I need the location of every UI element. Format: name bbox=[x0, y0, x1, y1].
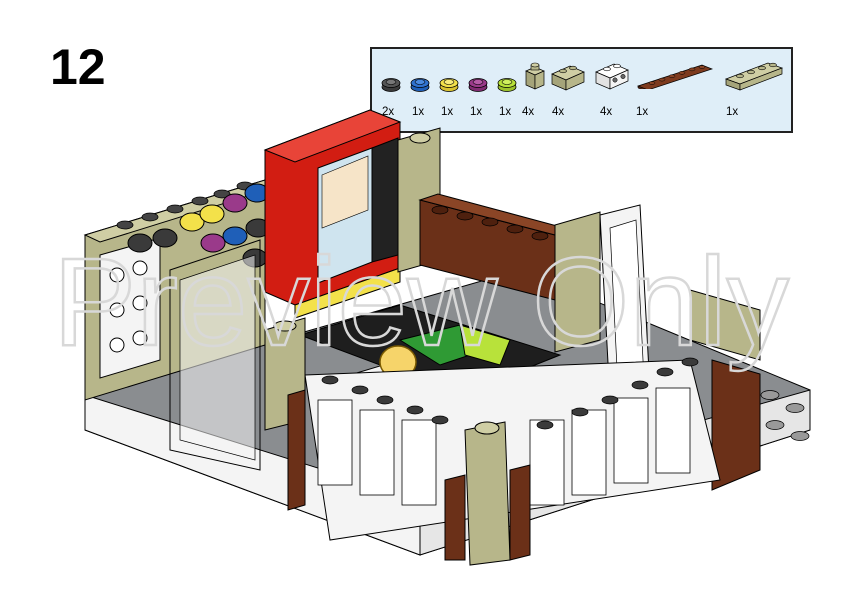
part-quantity: 1x bbox=[470, 106, 483, 118]
brick-1x2-icon bbox=[551, 65, 585, 91]
part-brick-1x4-tan: 1x bbox=[724, 49, 788, 131]
part-round-plate-lime: 1x bbox=[496, 49, 526, 131]
part-quantity: 1x bbox=[636, 106, 649, 118]
round-plate-icon bbox=[439, 78, 459, 92]
part-technic-brick-1x2-white: 4x bbox=[594, 49, 636, 131]
technic-brick-icon bbox=[595, 63, 629, 90]
part-brick-1x2-tan: 4x bbox=[550, 49, 590, 131]
part-plate-1x6-brown: 1x bbox=[634, 49, 714, 131]
brick-1x4-icon bbox=[724, 62, 784, 91]
brick-1x1-icon bbox=[525, 62, 545, 90]
part-brick-1x1-tan: 4x bbox=[522, 49, 552, 131]
part-round-plate-yellow: 1x bbox=[438, 49, 468, 131]
part-round-plate-magenta: 1x bbox=[467, 49, 497, 131]
part-quantity: 4x bbox=[552, 106, 565, 118]
part-quantity: 4x bbox=[522, 106, 535, 118]
step-number: 12 bbox=[50, 39, 106, 95]
part-quantity: 2x bbox=[382, 106, 395, 118]
part-quantity: 1x bbox=[726, 106, 739, 118]
parts-list-panel: 2x 1x 1x 1x bbox=[370, 47, 793, 133]
round-plate-icon bbox=[497, 78, 517, 92]
part-quantity: 1x bbox=[499, 106, 512, 118]
part-quantity: 1x bbox=[441, 106, 454, 118]
plate-1x6-icon bbox=[636, 64, 714, 89]
round-plate-icon bbox=[381, 78, 401, 92]
part-round-plate-blue: 1x bbox=[409, 49, 439, 131]
round-plate-icon bbox=[468, 78, 488, 92]
part-round-plate-dark: 2x bbox=[380, 49, 410, 131]
part-quantity: 4x bbox=[600, 106, 613, 118]
part-quantity: 1x bbox=[412, 106, 425, 118]
round-plate-icon bbox=[410, 78, 430, 92]
